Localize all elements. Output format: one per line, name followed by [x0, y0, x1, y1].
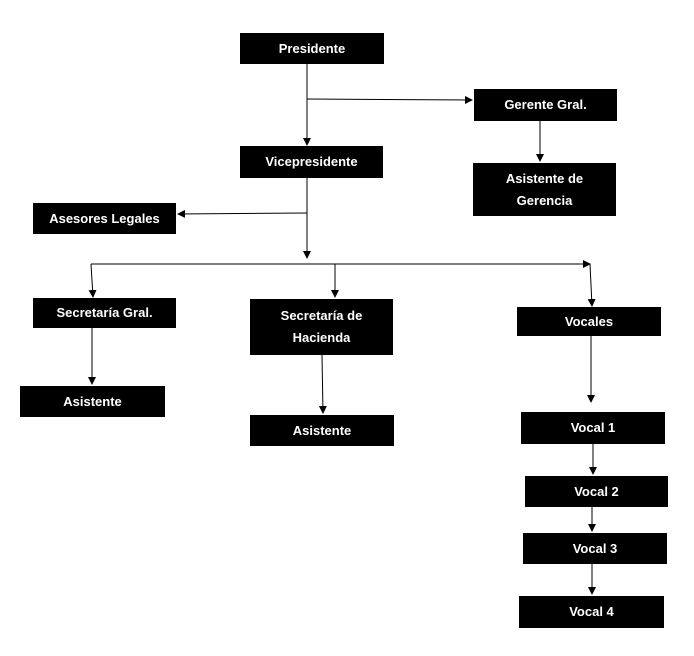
legal-advisors-label: Asesores Legales — [49, 210, 160, 226]
member-1-label: Vocal 1 — [570, 420, 616, 435]
general-secretary-label: Secretaría Gral. — [56, 305, 153, 320]
president-box: Presidente — [240, 33, 384, 64]
connector-branch-board — [587, 263, 596, 307]
member-3-box: Vocal 3 — [523, 533, 667, 564]
general-manager-label: Gerente Gral. — [504, 97, 587, 112]
general-secretary-assistant-box: Asistente — [20, 386, 165, 417]
treasury-secretary-assistant-box: Asistente — [250, 415, 394, 446]
board-members-label: Vocales — [564, 313, 614, 329]
treasury-secretary-assistant-label: Asistente — [292, 422, 352, 438]
president-label: Presidente — [278, 40, 346, 56]
connector-branch-general-secretary — [88, 263, 97, 298]
connector-treasury-assistant — [318, 354, 327, 414]
legal-advisors-box: Asesores Legales — [33, 203, 176, 234]
member-4-box: Vocal 4 — [519, 596, 664, 628]
treasury-secretary-label: Secretaría de Hacienda — [280, 308, 363, 345]
member-2-label: Vocal 2 — [574, 483, 619, 499]
vice-president-label: Vicepresidente — [265, 154, 358, 169]
board-members-box: Vocales — [517, 307, 661, 336]
management-assistant-box: Asistente de Gerencia — [473, 163, 616, 216]
member-1-box: Vocal 1 — [521, 412, 665, 444]
general-manager-box: Gerente Gral. — [474, 89, 617, 121]
general-secretary-assistant-label: Asistente — [63, 393, 122, 409]
vice-president-box: Vicepresidente — [240, 146, 383, 178]
member-3-label: Vocal 3 — [572, 540, 618, 556]
management-assistant-label: Asistente de Gerencia — [505, 170, 584, 208]
connector-vicepresident-legal — [177, 209, 308, 218]
member-2-box: Vocal 2 — [525, 476, 668, 507]
connector-president-general-manager — [306, 95, 473, 104]
general-secretary-box: Secretaría Gral. — [33, 298, 176, 328]
member-4-label: Vocal 4 — [569, 604, 614, 619]
treasury-secretary-box: Secretaría de Hacienda — [250, 299, 393, 355]
